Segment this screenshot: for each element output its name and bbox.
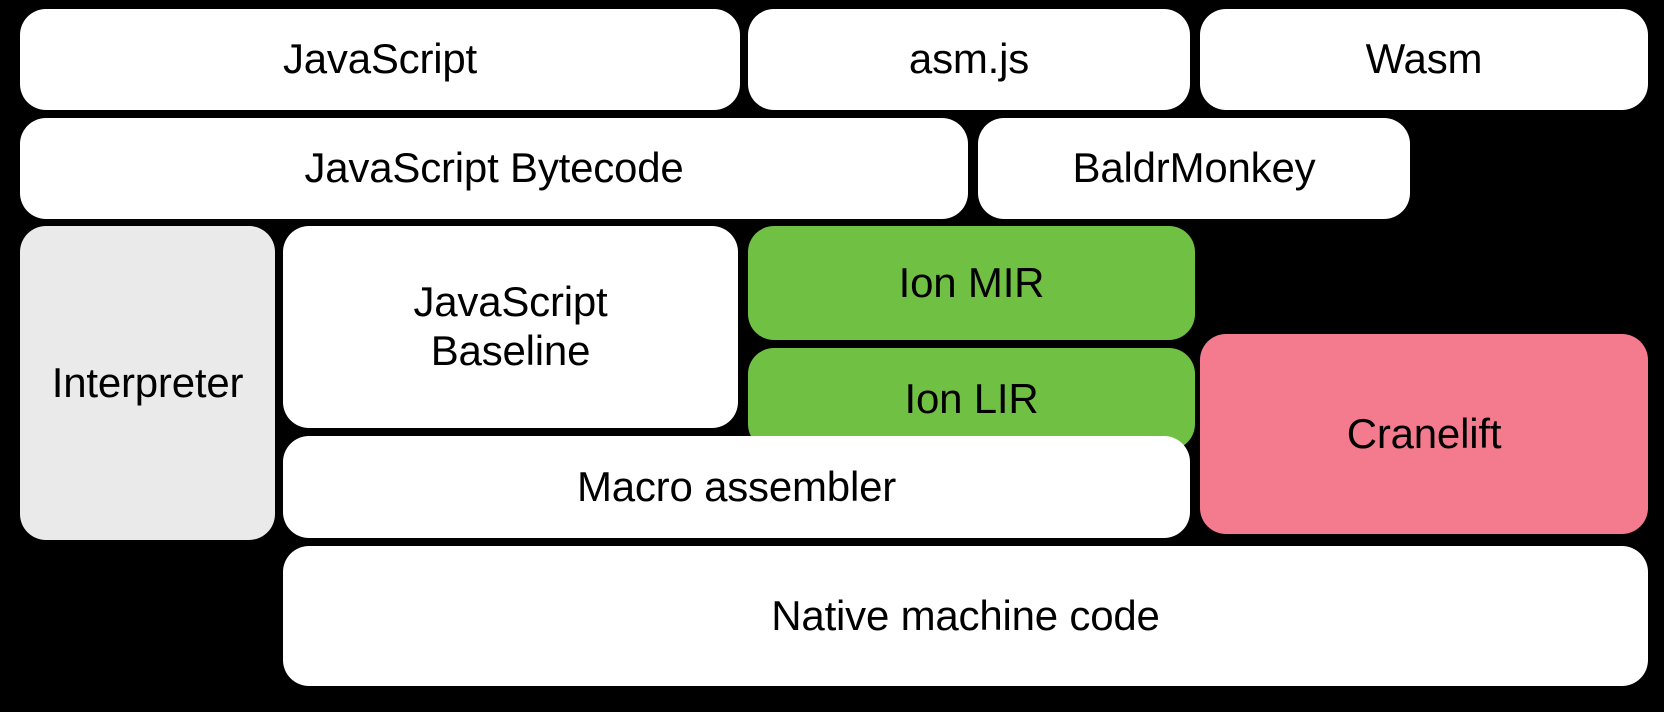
node-label: Cranelift xyxy=(1346,409,1502,457)
node-macro-assembler[interactable]: Macro assembler xyxy=(283,436,1190,538)
node-label: Macro assembler xyxy=(576,462,897,510)
node-cranelift[interactable]: Cranelift xyxy=(1200,334,1648,534)
node-native-machine-code[interactable]: Native machine code xyxy=(283,546,1648,686)
node-label: Ion LIR xyxy=(904,374,1039,422)
node-label: Interpreter xyxy=(51,358,244,406)
node-javascript-bytecode[interactable]: JavaScript Bytecode xyxy=(20,118,968,219)
node-ion-mir[interactable]: Ion MIR xyxy=(748,226,1195,340)
node-wasm[interactable]: Wasm xyxy=(1200,9,1648,110)
node-label: JavaScript Baseline xyxy=(413,278,608,374)
node-label: Native machine code xyxy=(771,591,1160,639)
node-label: asm.js xyxy=(908,35,1030,83)
node-label: JavaScript Bytecode xyxy=(304,144,684,192)
node-ion-lir[interactable]: Ion LIR xyxy=(748,348,1195,450)
node-label: Ion MIR xyxy=(898,258,1045,306)
node-label: BaldrMonkey xyxy=(1072,144,1316,192)
node-asm-js[interactable]: asm.js xyxy=(748,9,1190,110)
node-interpreter[interactable]: Interpreter xyxy=(20,226,275,540)
node-javascript-baseline[interactable]: JavaScript Baseline xyxy=(283,226,738,428)
node-label: JavaScript xyxy=(282,35,478,83)
node-label: Wasm xyxy=(1365,35,1483,83)
node-javascript[interactable]: JavaScript xyxy=(20,9,740,110)
node-baldrmonkey[interactable]: BaldrMonkey xyxy=(978,118,1410,219)
